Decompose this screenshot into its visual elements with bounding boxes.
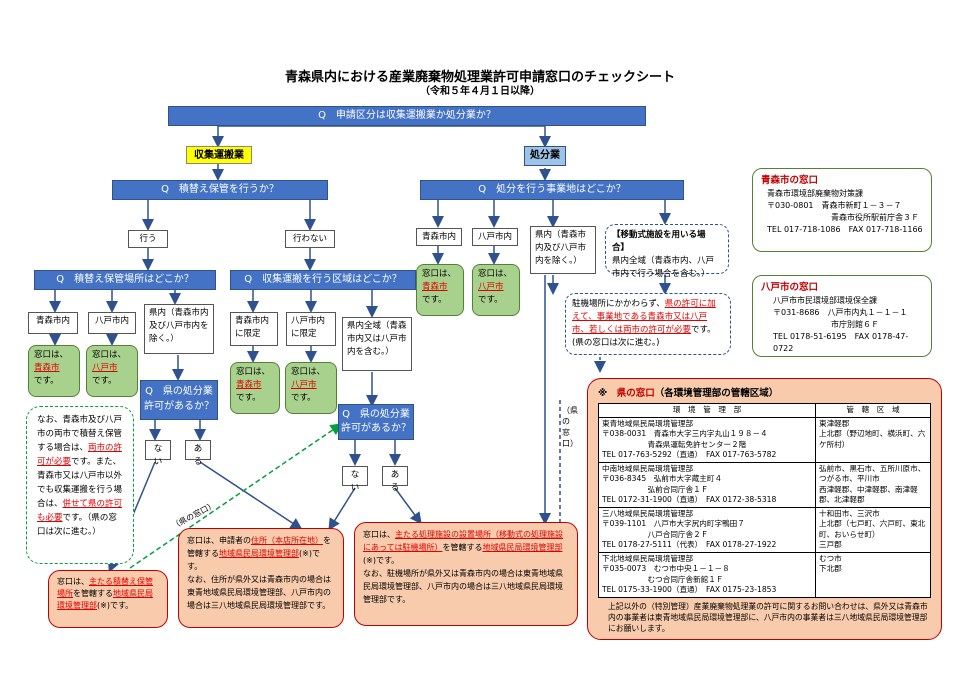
hachinohe-city-building: 市庁別館６Ｆ [831, 320, 879, 329]
table-row: 三八地域県民局環境管理部〒039-1101 八戸市大字尻内町字鴨田７ 八戸合同庁… [598, 506, 931, 553]
vertical-pref-label: （県の窓口） [562, 406, 578, 448]
option-aomori-place: 青森市内 [28, 312, 78, 334]
window-aomori-collect: 窓口は、青森市です。 [230, 362, 280, 414]
option-mobile-facility: 【移動式施設を用いる場合】県内全域（青森市内、八戸市内で行う場合を含む。） [605, 224, 729, 279]
question-pref-disposal-2: Q 県の処分業許可があるか？ [338, 404, 414, 440]
hachinohe-city-head: 八戸市の窓口 [761, 282, 819, 293]
page-subtitle: （令和５年４月１日以降） [420, 86, 540, 97]
question-transship: Q 積替え保管を行うか？ [112, 180, 328, 200]
option-pref-except-disposal: 県内（青森市内及び八戸市内を除く。） [530, 226, 596, 274]
aomori-city-tel: TEL 017-718-1086 FAX 017-718-1166 [767, 225, 923, 234]
aomori-city-head: 青森市の窓口 [761, 175, 819, 186]
hachinohe-city-window: 八戸市の窓口 八戸市市民環境部環境保全課 〒031-8686 八戸市内丸１－１－… [752, 275, 932, 357]
answer-yes-transship: 行う [128, 230, 168, 248]
option-pref-all: 県内全域（青森市内又は八戸市内を含む。） [342, 317, 412, 371]
page-title: 青森県内における産業廃棄物処理業許可申請窓口のチェックシート [284, 70, 675, 85]
hachinohe-city-dept: 八戸市市民環境部環境保全課 [773, 296, 877, 305]
window-hachinohe-disposal: 窓口は、八戸市です。 [472, 264, 520, 316]
option-hachinohe-place: 八戸市内 [88, 312, 136, 334]
answer-yes-2: ある [382, 466, 408, 493]
aomori-city-building: 青森市役所駅前庁舎３Ｆ [831, 213, 919, 222]
pref-window-panel: ※ 県の窓口（各環境管理部の管轄区域） 環 境 管 理 部 管 轄 区 域 東青… [587, 378, 942, 640]
option-hachinohe-disposal: 八戸市内 [472, 228, 518, 246]
answer-no-1: ない [145, 440, 171, 467]
pref-window-head: ※ 県の窓口（各環境管理部の管轄区域） [598, 388, 779, 399]
hachinohe-city-tel: TEL 0178-51-6195 FAX 0178-47-0722 [773, 332, 909, 353]
answer-yes-1: ある [185, 440, 211, 467]
aomori-city-address: 〒030-0801 青森市新町１－３－７ [767, 201, 902, 210]
aomori-city-dept: 青森市環境部廃棄物対策課 [767, 189, 863, 198]
table-row: 下北地域県民局環境管理部〒035-0073 むつ市中央１－１－８ むつ合同庁舎新… [598, 551, 931, 598]
option-pref-except-place: 県内（青森市内及び八戸市内を除く。） [144, 304, 214, 354]
hachinohe-city-address: 〒031-8686 八戸市内丸１－１－１ [773, 308, 908, 317]
pref-footnote: 上記以外の（特別管理）産業廃棄物処理業の許可に関するお問い合わせは、県外又は青森… [608, 601, 928, 633]
option-aomori-only: 青森市内に限定 [230, 312, 278, 346]
question-main: Q 申請区分は収集運搬業か処分業か？ [168, 106, 646, 126]
result-transship-window: 窓口は、主たる積替え保管場所を管轄する地域県民局環境管理部(※)です。 [48, 570, 168, 628]
pref-office-table: 環 境 管 理 部 管 轄 区 域 東青地域県民局環境管理部〒038-0031 … [598, 403, 931, 598]
answer-no-transship: 行わない [285, 230, 335, 248]
aomori-city-window: 青森市の窓口 青森市環境部廃棄物対策課 〒030-0801 青森市新町１－３－７… [752, 168, 932, 252]
window-hachinohe-collect: 窓口は、八戸市です。 [285, 362, 337, 414]
window-aomori-transship: 窓口は、青森市です。 [28, 345, 80, 397]
note-parking: 駐機場所にかかわらず、県の許可に加えて、事業地である青森市又は八戸市、若しくは両… [565, 293, 731, 355]
window-hachinohe-transship: 窓口は、八戸市です。 [86, 345, 138, 397]
result-applicant-window: 窓口は、申請者の住所（本店所在地）を管轄する地域県民局環境管理部(※)です。なお… [178, 528, 344, 628]
option-aomori-disposal: 青森市内 [416, 228, 462, 246]
question-transship-place: Q 積替え保管場所はどこか？ [34, 270, 216, 290]
col-area: 管 轄 区 域 [815, 403, 931, 418]
note-both-cities: なお、青森市及び八戸市の両市で積替え保管する場合は、両市の許可が必要です。また、… [26, 406, 134, 564]
table-row: 中南地域県民局環境管理部〒036-8345 弘前市大字蔵主町４ 弘前合同庁舎１Ｆ… [598, 461, 931, 508]
question-collect-area: Q 収集運搬を行う区域はどこか？ [230, 270, 416, 290]
option-hachinohe-only: 八戸市内に限定 [286, 312, 336, 346]
question-disposal-place: Q 処分を行う事業地はどこか？ [420, 180, 684, 200]
window-aomori-disposal: 窓口は、青森市です。 [416, 264, 464, 316]
question-pref-disposal-1: Q 県の処分業許可があるか？ [140, 380, 218, 420]
result-facility-window: 窓口は、主たる処理施設の設置場所（移動式の処理施設にあっては駐機場所）を管轄する… [354, 522, 578, 626]
collection-label: 収集運搬業 [186, 146, 252, 164]
answer-no-2: ない [342, 466, 368, 493]
disposal-label: 処分業 [524, 146, 566, 166]
table-row: 東青地域県民局環境管理部〒038-0031 青森市大字三内字丸山１９８－４ 青森… [598, 416, 931, 463]
col-office: 環 境 管 理 部 [598, 403, 816, 418]
